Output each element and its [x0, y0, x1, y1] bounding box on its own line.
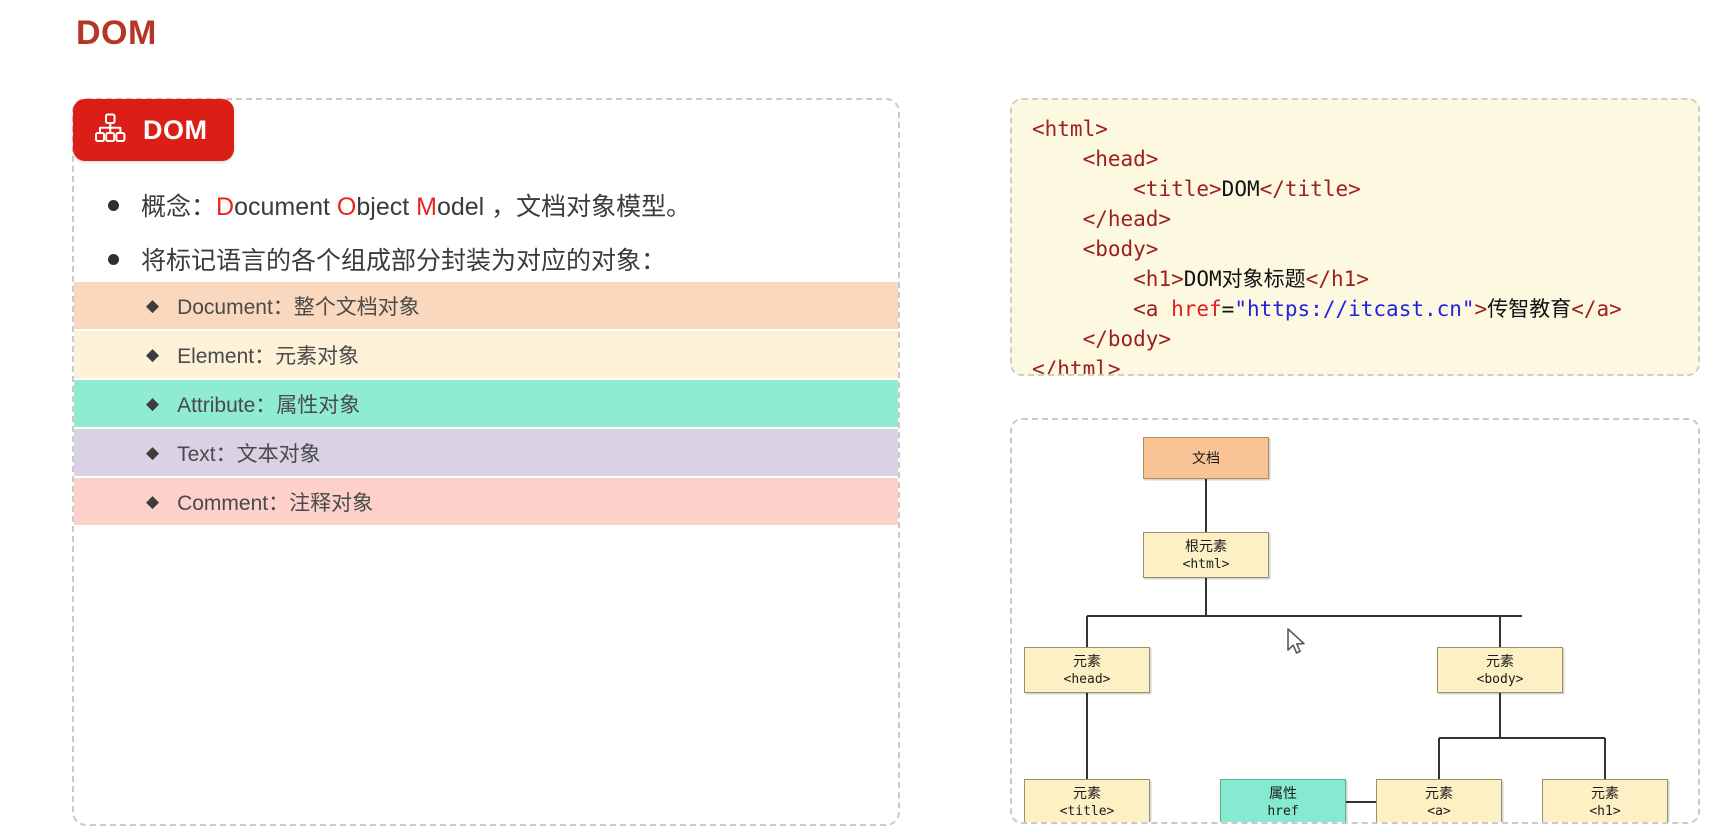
- tree-node-h1: 元素 <h1>: [1542, 779, 1668, 822]
- tree-node-kind-label: 元素: [1073, 784, 1101, 801]
- list-item: 将标记语言的各个组成部分封装为对应的对象：: [102, 232, 898, 286]
- tree-node-kind-label: 文档: [1192, 449, 1220, 466]
- tree-node-body: 元素 <body>: [1437, 647, 1563, 693]
- code-line: <html>: [1032, 114, 1622, 144]
- tree-node-a: 元素 <a>: [1376, 779, 1502, 822]
- code-token-tag: </a>: [1571, 297, 1622, 321]
- code-token-str: "https://itcast.cn": [1234, 297, 1475, 321]
- object-type-label: Text：文本对象: [177, 442, 321, 466]
- object-type-label: Attribute：属性对象: [177, 393, 361, 417]
- object-type-row: ◆ Comment：注释对象: [74, 478, 898, 525]
- object-type-row: ◆ Document：整个文档对象: [74, 282, 898, 329]
- code-token-tag: </head>: [1082, 207, 1172, 231]
- diamond-bullet-icon: ◆: [146, 492, 160, 511]
- tree-node-kind-label: 元素: [1486, 652, 1514, 669]
- object-type-label: Comment：注释对象: [177, 491, 374, 515]
- page-title: DOM: [76, 14, 157, 52]
- code-token-txt: DOM对象标题: [1183, 267, 1306, 291]
- tree-node-value-label: <h1>: [1589, 803, 1621, 819]
- diamond-bullet-icon: ◆: [146, 296, 160, 315]
- code-token-txt: 传智教育: [1487, 297, 1572, 321]
- code-line: <h1>DOM对象标题</h1>: [1032, 264, 1622, 294]
- code-line: <title>DOM</title>: [1032, 174, 1622, 204]
- code-token-tag: </h1>: [1305, 267, 1369, 291]
- bullet-dot-icon: [108, 199, 119, 211]
- object-type-label: Element：元素对象: [177, 344, 360, 368]
- tree-node-value-label: <a>: [1427, 803, 1451, 819]
- code-line: </html>: [1032, 354, 1622, 376]
- object-type-label: Document：整个文档对象: [177, 295, 420, 319]
- code-token-tag: <a: [1133, 297, 1172, 321]
- code-token-tag: </title>: [1259, 177, 1361, 201]
- list-item: 概念：Document Object Model ，文档对象模型。: [102, 178, 898, 232]
- code-token-tag: </body>: [1082, 327, 1172, 351]
- dom-tree-panel: 文档根元素 <html> 元素 <head> 元素 <body> 元素 <title> 属性 hr…: [1010, 418, 1700, 824]
- tree-node-root: 根元素 <html>: [1143, 532, 1269, 578]
- bullet-encapsulation-text: 将标记语言的各个组成部分封装为对应的对象：: [141, 247, 667, 275]
- code-token-attr: href: [1171, 297, 1222, 321]
- dom-concept-card: DOM 概念：Document Object Model ，文档对象模型。 将标…: [72, 98, 900, 826]
- tree-node-kind-label: 属性: [1269, 784, 1297, 801]
- card-badge: DOM: [73, 99, 234, 161]
- code-token-tag: >: [1474, 297, 1488, 321]
- bullet-concept-text: 概念：Document Object Model ，文档对象模型。: [141, 193, 692, 221]
- tree-node-kind-label: 元素: [1073, 652, 1101, 669]
- tree-node-head: 元素 <head>: [1024, 647, 1150, 693]
- code-line: <body>: [1032, 234, 1622, 264]
- diamond-bullet-icon: ◆: [146, 345, 160, 364]
- code-token-tag: <head>: [1082, 147, 1159, 171]
- tree-node-title: 元素 <title>: [1024, 779, 1150, 822]
- code-line: <a href="https://itcast.cn">传智教育</a>: [1032, 294, 1622, 324]
- code-token-tag: <h1>: [1133, 267, 1184, 291]
- tree-node-kind-label: 元素: [1591, 784, 1619, 801]
- diamond-bullet-icon: ◆: [146, 394, 160, 413]
- tree-node-value-label: <title>: [1059, 803, 1115, 819]
- code-token-txt: DOM: [1221, 177, 1260, 201]
- tree-node-value-label: <body>: [1476, 671, 1524, 687]
- html-code-block: <html> <head> <title>DOM</title> </head>…: [1032, 114, 1622, 376]
- bullet-list: 概念：Document Object Model ，文档对象模型。 将标记语言的…: [102, 178, 898, 286]
- html-code-panel: <html> <head> <title>DOM</title> </head>…: [1010, 98, 1700, 376]
- object-type-row: ◆ Attribute：属性对象: [74, 380, 898, 427]
- code-line: </head>: [1032, 204, 1622, 234]
- tree-node-value-label: <html>: [1182, 556, 1230, 572]
- code-token-tag: <body>: [1082, 237, 1159, 261]
- object-type-row: ◆ Text：文本对象: [74, 429, 898, 476]
- hierarchy-icon: [93, 111, 127, 150]
- tree-node-kind-label: 元素: [1425, 784, 1453, 801]
- tree-node-href: 属性 href: [1220, 779, 1346, 822]
- tree-node-doc: 文档: [1143, 437, 1269, 479]
- dom-tree-edges: [1086, 479, 1606, 803]
- diamond-bullet-icon: ◆: [146, 443, 160, 462]
- code-line: </body>: [1032, 324, 1622, 354]
- object-type-rows: ◆ Document：整个文档对象 ◆ Element：元素对象 ◆ Attribute：…: [74, 282, 898, 527]
- code-token-tag: </html>: [1032, 357, 1121, 376]
- card-badge-label: DOM: [143, 114, 208, 145]
- code-token-tag: <title>: [1133, 177, 1222, 201]
- tree-node-kind-label: 根元素: [1185, 537, 1227, 554]
- code-token-txt: =: [1221, 297, 1235, 321]
- object-type-row: ◆ Element：元素对象: [74, 331, 898, 378]
- code-token-tag: <html>: [1032, 117, 1108, 141]
- code-line: <head>: [1032, 144, 1622, 174]
- bullet-dot-icon: [108, 253, 119, 265]
- tree-node-value-label: href: [1267, 803, 1299, 819]
- tree-node-value-label: <head>: [1063, 671, 1111, 687]
